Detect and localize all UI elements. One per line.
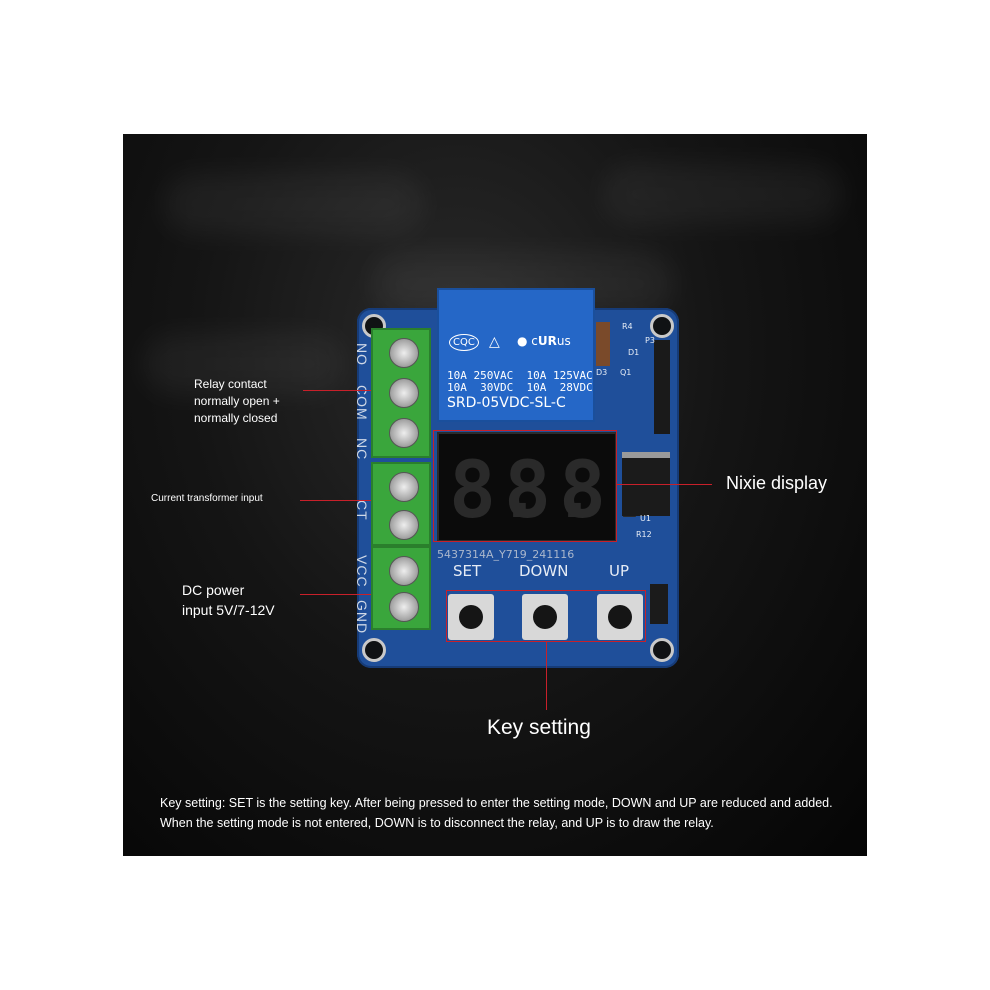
- dc-power-label: DC power input 5V/7-12V: [182, 582, 275, 618]
- relay-contact-label: Relay contact normally open + normally c…: [194, 377, 280, 425]
- down-label: DOWN: [519, 562, 569, 580]
- button-cap: [608, 605, 632, 629]
- button-cap: [459, 605, 483, 629]
- set-label: SET: [453, 562, 482, 580]
- pin-header: [654, 340, 670, 434]
- screw-icon: [389, 592, 419, 622]
- pin-label-vcc: VCC: [354, 555, 370, 588]
- display-digit: 8.: [449, 446, 543, 536]
- ct-terminal: [371, 462, 431, 546]
- screw-icon: [389, 556, 419, 586]
- button-cap: [533, 605, 557, 629]
- warning-triangle-icon: △: [489, 334, 500, 350]
- background-streak: [603, 164, 843, 224]
- screw-icon: [389, 378, 419, 408]
- screw-icon: [389, 418, 419, 448]
- product-image-panel: [123, 134, 867, 856]
- silk-label: U1: [640, 514, 651, 523]
- keys-highlight: [446, 590, 646, 642]
- nixie-display-label: Nixie display: [726, 473, 828, 493]
- ul-mark-icon: ● cURus: [517, 334, 571, 348]
- up-label: UP: [609, 562, 630, 580]
- cqc-mark: CQC: [449, 334, 479, 351]
- resistor-component: [596, 322, 610, 366]
- callout-line-display: [617, 484, 712, 485]
- callout-line-power: [300, 594, 371, 595]
- power-terminal: [371, 546, 431, 630]
- mounting-hole: [650, 314, 674, 338]
- key-setting-description: Key setting: SET is the setting key. Aft…: [160, 796, 833, 830]
- silk-label: D3: [596, 368, 608, 377]
- diode-component: [650, 584, 668, 624]
- screw-icon: [389, 472, 419, 502]
- down-button[interactable]: [522, 594, 568, 640]
- up-button[interactable]: [597, 594, 643, 640]
- relay-component: CQC △ ● cURus 10A 250VAC 10A 125VAC 10A …: [437, 288, 595, 422]
- relay-model: SRD-05VDC-SL-C: [447, 395, 566, 411]
- silk-label: D1: [628, 348, 640, 357]
- pin-label-no: NO: [354, 343, 370, 366]
- set-button[interactable]: [448, 594, 494, 640]
- pcb-code: 5437314A_Y719_241116: [437, 548, 575, 561]
- background-streak: [143, 334, 343, 394]
- screw-icon: [389, 338, 419, 368]
- silk-label: Q1: [620, 368, 632, 377]
- silk-label: R12: [636, 530, 652, 539]
- pin-label-ct: CT: [354, 500, 370, 521]
- relay-rating: 10A 250VAC 10A 125VAC 10A 30VDC 10A 28VD…: [447, 369, 593, 394]
- key-setting-label: Key setting: [487, 716, 591, 739]
- callout-line-relay: [303, 390, 371, 391]
- silk-label: R4: [622, 322, 633, 331]
- background-streak: [163, 174, 423, 234]
- screw-icon: [389, 510, 419, 540]
- callout-line-keys: [546, 642, 547, 710]
- display-highlight: [433, 430, 617, 542]
- pin-label-gnd: GND: [354, 600, 370, 635]
- current-transformer-label: Current transformer input: [151, 493, 263, 504]
- pin-label-nc: NC: [354, 438, 370, 461]
- callout-line-ct: [300, 500, 371, 501]
- relay-contact-terminal: [371, 328, 431, 458]
- display-digit: 8.: [504, 446, 598, 536]
- silk-label: P3: [645, 336, 655, 345]
- mounting-hole: [650, 638, 674, 662]
- mounting-hole: [362, 638, 386, 662]
